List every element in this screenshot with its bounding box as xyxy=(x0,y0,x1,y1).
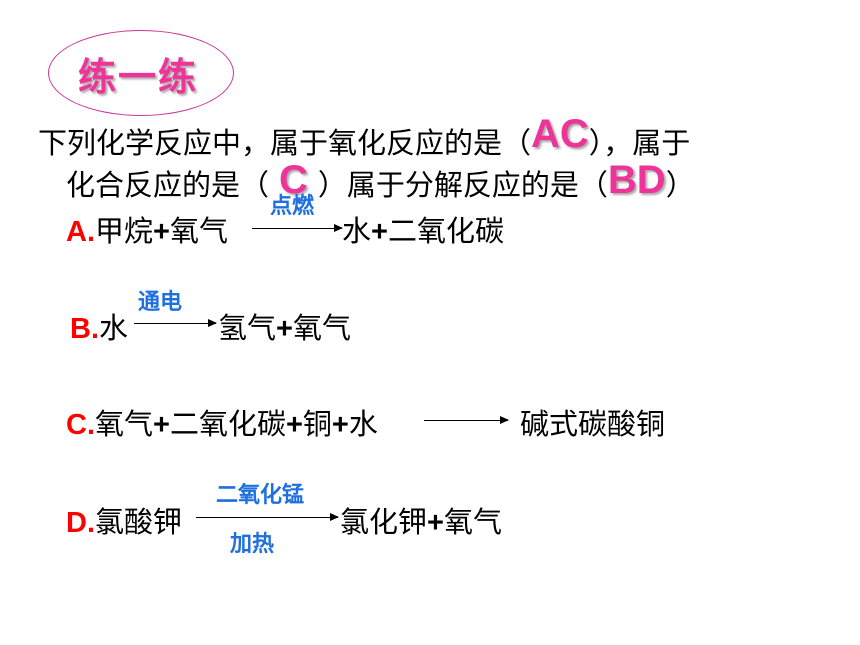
product: 氧气 xyxy=(443,505,502,539)
product: 氧气 xyxy=(292,311,351,345)
question-text: 下列化学反应中，属于氧化反应的是（ xyxy=(38,126,532,160)
plus-sign: + xyxy=(285,409,303,441)
question-text: 化合反应的是（ xyxy=(66,168,270,202)
arrow-b xyxy=(134,319,217,327)
option-letter: B. xyxy=(70,313,99,345)
option-a-products: 水+二氧化碳 xyxy=(342,208,504,250)
arrow-c xyxy=(424,416,509,424)
option-c-products: 碱式碳酸铜 xyxy=(520,401,665,443)
arrow-a xyxy=(252,224,343,232)
option-d: D.氯酸钾 xyxy=(66,499,182,541)
option-d-products: 氯化钾+氧气 xyxy=(340,499,502,541)
option-b-products: 氢气+氧气 xyxy=(218,305,351,347)
plus-sign: + xyxy=(153,216,170,248)
answer-decomposition: BD xyxy=(607,158,666,202)
page-title: 练一练 xyxy=(78,55,199,99)
condition-label-d-bottom: 加热 xyxy=(230,532,275,557)
reactant: 水 xyxy=(348,407,378,441)
condition-label-d-top: 二氧化锰 xyxy=(216,483,305,508)
plus-sign: + xyxy=(153,409,170,441)
reactant: 氧气 xyxy=(169,214,228,248)
question-text: ），属于 xyxy=(588,126,691,160)
product: 碱式碳酸铜 xyxy=(520,407,666,441)
option-b: B.水 xyxy=(70,305,128,347)
plus-sign: + xyxy=(331,409,349,441)
option-letter: C. xyxy=(66,409,95,441)
reactant: 氧气 xyxy=(95,407,154,441)
title-oval xyxy=(48,30,234,116)
plus-sign: + xyxy=(371,216,388,248)
option-a: A.甲烷+氧气 xyxy=(66,208,228,250)
reactant: 甲烷 xyxy=(95,214,154,248)
reactant: 铜 xyxy=(302,407,332,441)
product: 二氧化碳 xyxy=(387,214,504,248)
reactant: 二氧化碳 xyxy=(169,407,286,441)
answer-oxidation: AC xyxy=(531,112,589,156)
plus-sign: + xyxy=(276,313,293,345)
option-c: C.氧气+二氧化碳+铜+水 xyxy=(66,401,378,443)
answer-combination: C xyxy=(279,158,308,202)
product: 氯化钾 xyxy=(340,505,428,539)
condition-label-b: 通电 xyxy=(138,290,183,315)
arrow-d xyxy=(196,513,339,521)
question-line-1: 下列化学反应中，属于氧化反应的是（AC），属于 xyxy=(38,112,691,163)
reactant: 氯酸钾 xyxy=(95,505,183,539)
product: 氢气 xyxy=(218,311,277,345)
condition-label-a: 点燃 xyxy=(270,194,315,219)
option-letter: D. xyxy=(66,507,95,539)
reactant: 水 xyxy=(99,311,129,345)
plus-sign: + xyxy=(427,507,444,539)
option-letter: A. xyxy=(66,216,95,248)
question-text: ）属于分解反应的是（ xyxy=(317,168,608,202)
question-line-2: 化合反应的是（ C ）属于分解反应的是（BD） xyxy=(66,158,695,205)
product: 水 xyxy=(342,214,372,248)
question-text: ） xyxy=(665,168,695,202)
